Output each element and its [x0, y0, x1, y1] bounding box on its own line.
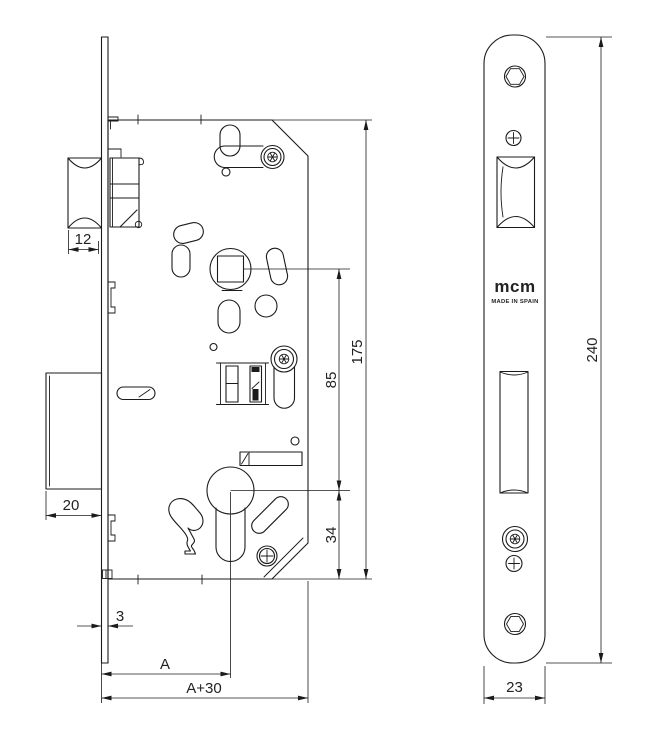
- lower-phillips-screw: [505, 554, 523, 573]
- latch-opening: [496, 156, 536, 229]
- dim-faceplate-height: 240: [584, 337, 601, 362]
- faceplate-edge: [100, 36, 113, 664]
- dim-faceplate-width: 23: [506, 679, 523, 696]
- dim-case-height: 175: [349, 339, 366, 364]
- front-dimensions: 240 23: [483, 36, 612, 704]
- lock-case: [107, 114, 309, 585]
- deadbolt: [45, 372, 103, 490]
- brand-logo: mcm: [494, 277, 535, 296]
- case-screw-bottom: [256, 545, 278, 567]
- faceplate-outline: [483, 34, 546, 664]
- faceplate-front-view: mcm MADE IN SPAIN: [483, 34, 612, 704]
- case-screw-middle: [270, 345, 298, 409]
- upper-phillips-screw: [505, 129, 522, 147]
- torx-screw: [501, 525, 529, 553]
- dim-spindle-to-cylinder: 85: [323, 372, 340, 389]
- spring-box: [215, 362, 270, 406]
- dim-backset: A: [160, 656, 170, 673]
- spindle-hole: [209, 247, 252, 291]
- side-dimensions: 12 20 3 A A+30 85 34 175: [45, 119, 372, 703]
- dim-latch-projection: 12: [75, 231, 92, 248]
- latch-bolt: [67, 157, 103, 229]
- side-view: 12 20 3 A A+30 85 34 175: [45, 36, 372, 703]
- dim-deadbolt-projection: 20: [63, 497, 80, 514]
- dim-faceplate-thickness: 3: [116, 608, 124, 625]
- case-screw-top: [213, 144, 285, 170]
- case-holes: [116, 124, 303, 555]
- brand-origin: MADE IN SPAIN: [491, 299, 538, 305]
- latch-mechanism: [109, 157, 144, 229]
- bottom-screw-hole: [503, 612, 527, 636]
- deadbolt-opening: [499, 370, 529, 494]
- top-screw-hole: [503, 65, 527, 88]
- dim-cylinder-to-bottom: 34: [323, 527, 340, 544]
- dim-case-depth: A+30: [186, 680, 221, 697]
